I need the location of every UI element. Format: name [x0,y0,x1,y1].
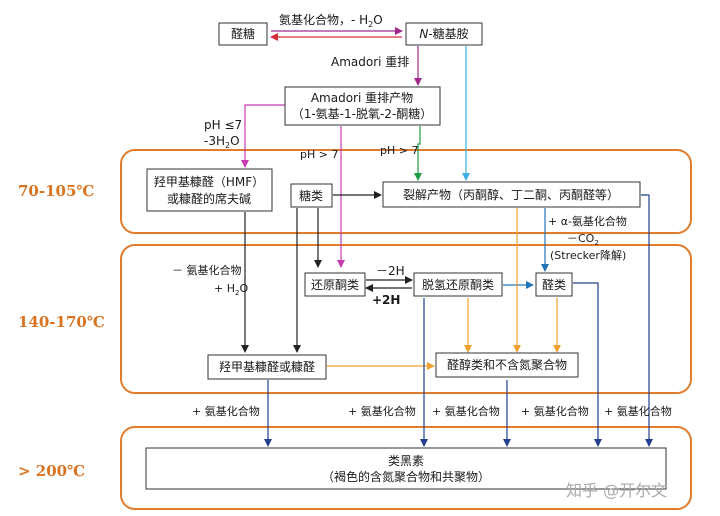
label-strecker: (Strecker降解) [550,248,626,262]
label-ph-gt7-right: pH > 7 [380,144,418,157]
label-amadori-rearrangement: Amadori 重排 [331,55,409,69]
amadori-product-line2: （1-氨基-1-脱氧-2-酮糖） [292,106,433,121]
label-minus-co2-sub: 2 [594,239,598,247]
label-plus-amino-2: + 氨基化合物 [348,404,416,418]
aldols-label: 醛醇类和不含氮聚合物 [447,357,567,372]
label-plus-h2o-sub: 2 [235,289,239,297]
glycosylamine-prefix: N [419,27,428,41]
label-plus-h2o-end: O [239,282,248,295]
glycosylamine-text: -糖基胺 [428,26,468,41]
aldehydes-label: 醛类 [542,277,566,292]
hmf-schiff-box [146,168,273,212]
label-plus-2h: +2H [372,293,400,307]
label-plus-amino-4: + 氨基化合物 [521,404,589,418]
label-minus-co2-main: －CO [567,232,595,245]
zone-label-200: > 200℃ [18,462,85,480]
label-ph-le7: pH ≤7 [204,118,242,132]
label-plus-h2o-main: + H [214,282,235,295]
aldehydes-box [535,272,573,297]
label-top-reaction-sub: 2 [368,20,373,29]
zone-140-170 [120,244,692,394]
watermark: 知乎 @开尔文 [566,481,667,500]
reductones-box [304,272,366,297]
label-minus-amino: － 氨基化合物 [172,263,242,277]
label-top-reaction: 氨基化合物，- H2O [279,12,383,29]
hmf-furfural-box [207,354,327,380]
label-top-reaction-end: O [373,13,382,27]
label-alpha-amino: + α-氨基化合物 [548,214,627,228]
aldose-box [218,22,268,46]
label-ph-gt7-left: pH > 7 [300,148,338,161]
label-minus-3h2o-end: O [230,134,239,148]
arrow-fission-to-melanoidins [641,194,653,447]
label-plus-amino-3: + 氨基化合物 [432,404,500,418]
label-plus-amino-1: + 氨基化合物 [192,404,260,418]
reductones-label: 还原酮类 [311,278,359,292]
hmf-furfural-label: 羟甲基糠醛或糠醛 [219,359,315,374]
label-plus-amino-5: + 氨基化合物 [604,404,672,418]
melanoidins-line2: （褐色的含氮聚合物和共聚物） [322,469,490,484]
label-minus-3h2o: -3H2O [204,134,240,150]
aldose-label: 醛糖 [231,26,255,41]
zone-label-70-105: 70-105℃ [18,182,94,200]
amadori-product-box [284,86,441,126]
fission-products-box [382,181,641,208]
arrow-amadori-to-hmf-schiff [241,104,285,168]
zone-70-105 [120,149,692,234]
hmf-schiff-line2: 或糠醛的席夫碱 [167,191,251,206]
sugars-box [290,183,333,208]
arrow-aldehydes-to-melanoidins [573,282,602,447]
sugars-label: 糖类 [299,188,323,203]
aldols-box [435,352,579,378]
glycosylamine-label: N-糖基胺 [419,26,468,41]
fission-products-label: 裂解产物（丙酮醇、丁二酮、丙酮醛等） [403,187,619,202]
amadori-product-line1: Amadori 重排产物 [311,91,413,105]
label-minus-3h2o-sub: 2 [225,141,230,150]
zone-200 [120,426,692,510]
dehydro-reductones-label: 脱氢还原酮类 [422,277,494,292]
dehydro-reductones-box [413,272,503,297]
zone-label-140-170: 140-170℃ [18,313,105,331]
melanoidins-line1: 类黑素 [388,454,424,468]
melanoidins-box [145,447,667,490]
label-top-reaction-main: 氨基化合物，- H [279,12,368,27]
label-plus-h2o: + H2O [214,282,248,297]
label-minus-2h: －2H [376,264,405,278]
hmf-schiff-line1: 羟甲基糠醛（HMF） [154,174,264,189]
arrow-amadori-to-fission [414,126,422,181]
label-minus-co2: －CO2 [567,232,599,247]
label-minus-3h2o-main: -3H [204,134,225,148]
glycosylamine-box [405,22,483,46]
